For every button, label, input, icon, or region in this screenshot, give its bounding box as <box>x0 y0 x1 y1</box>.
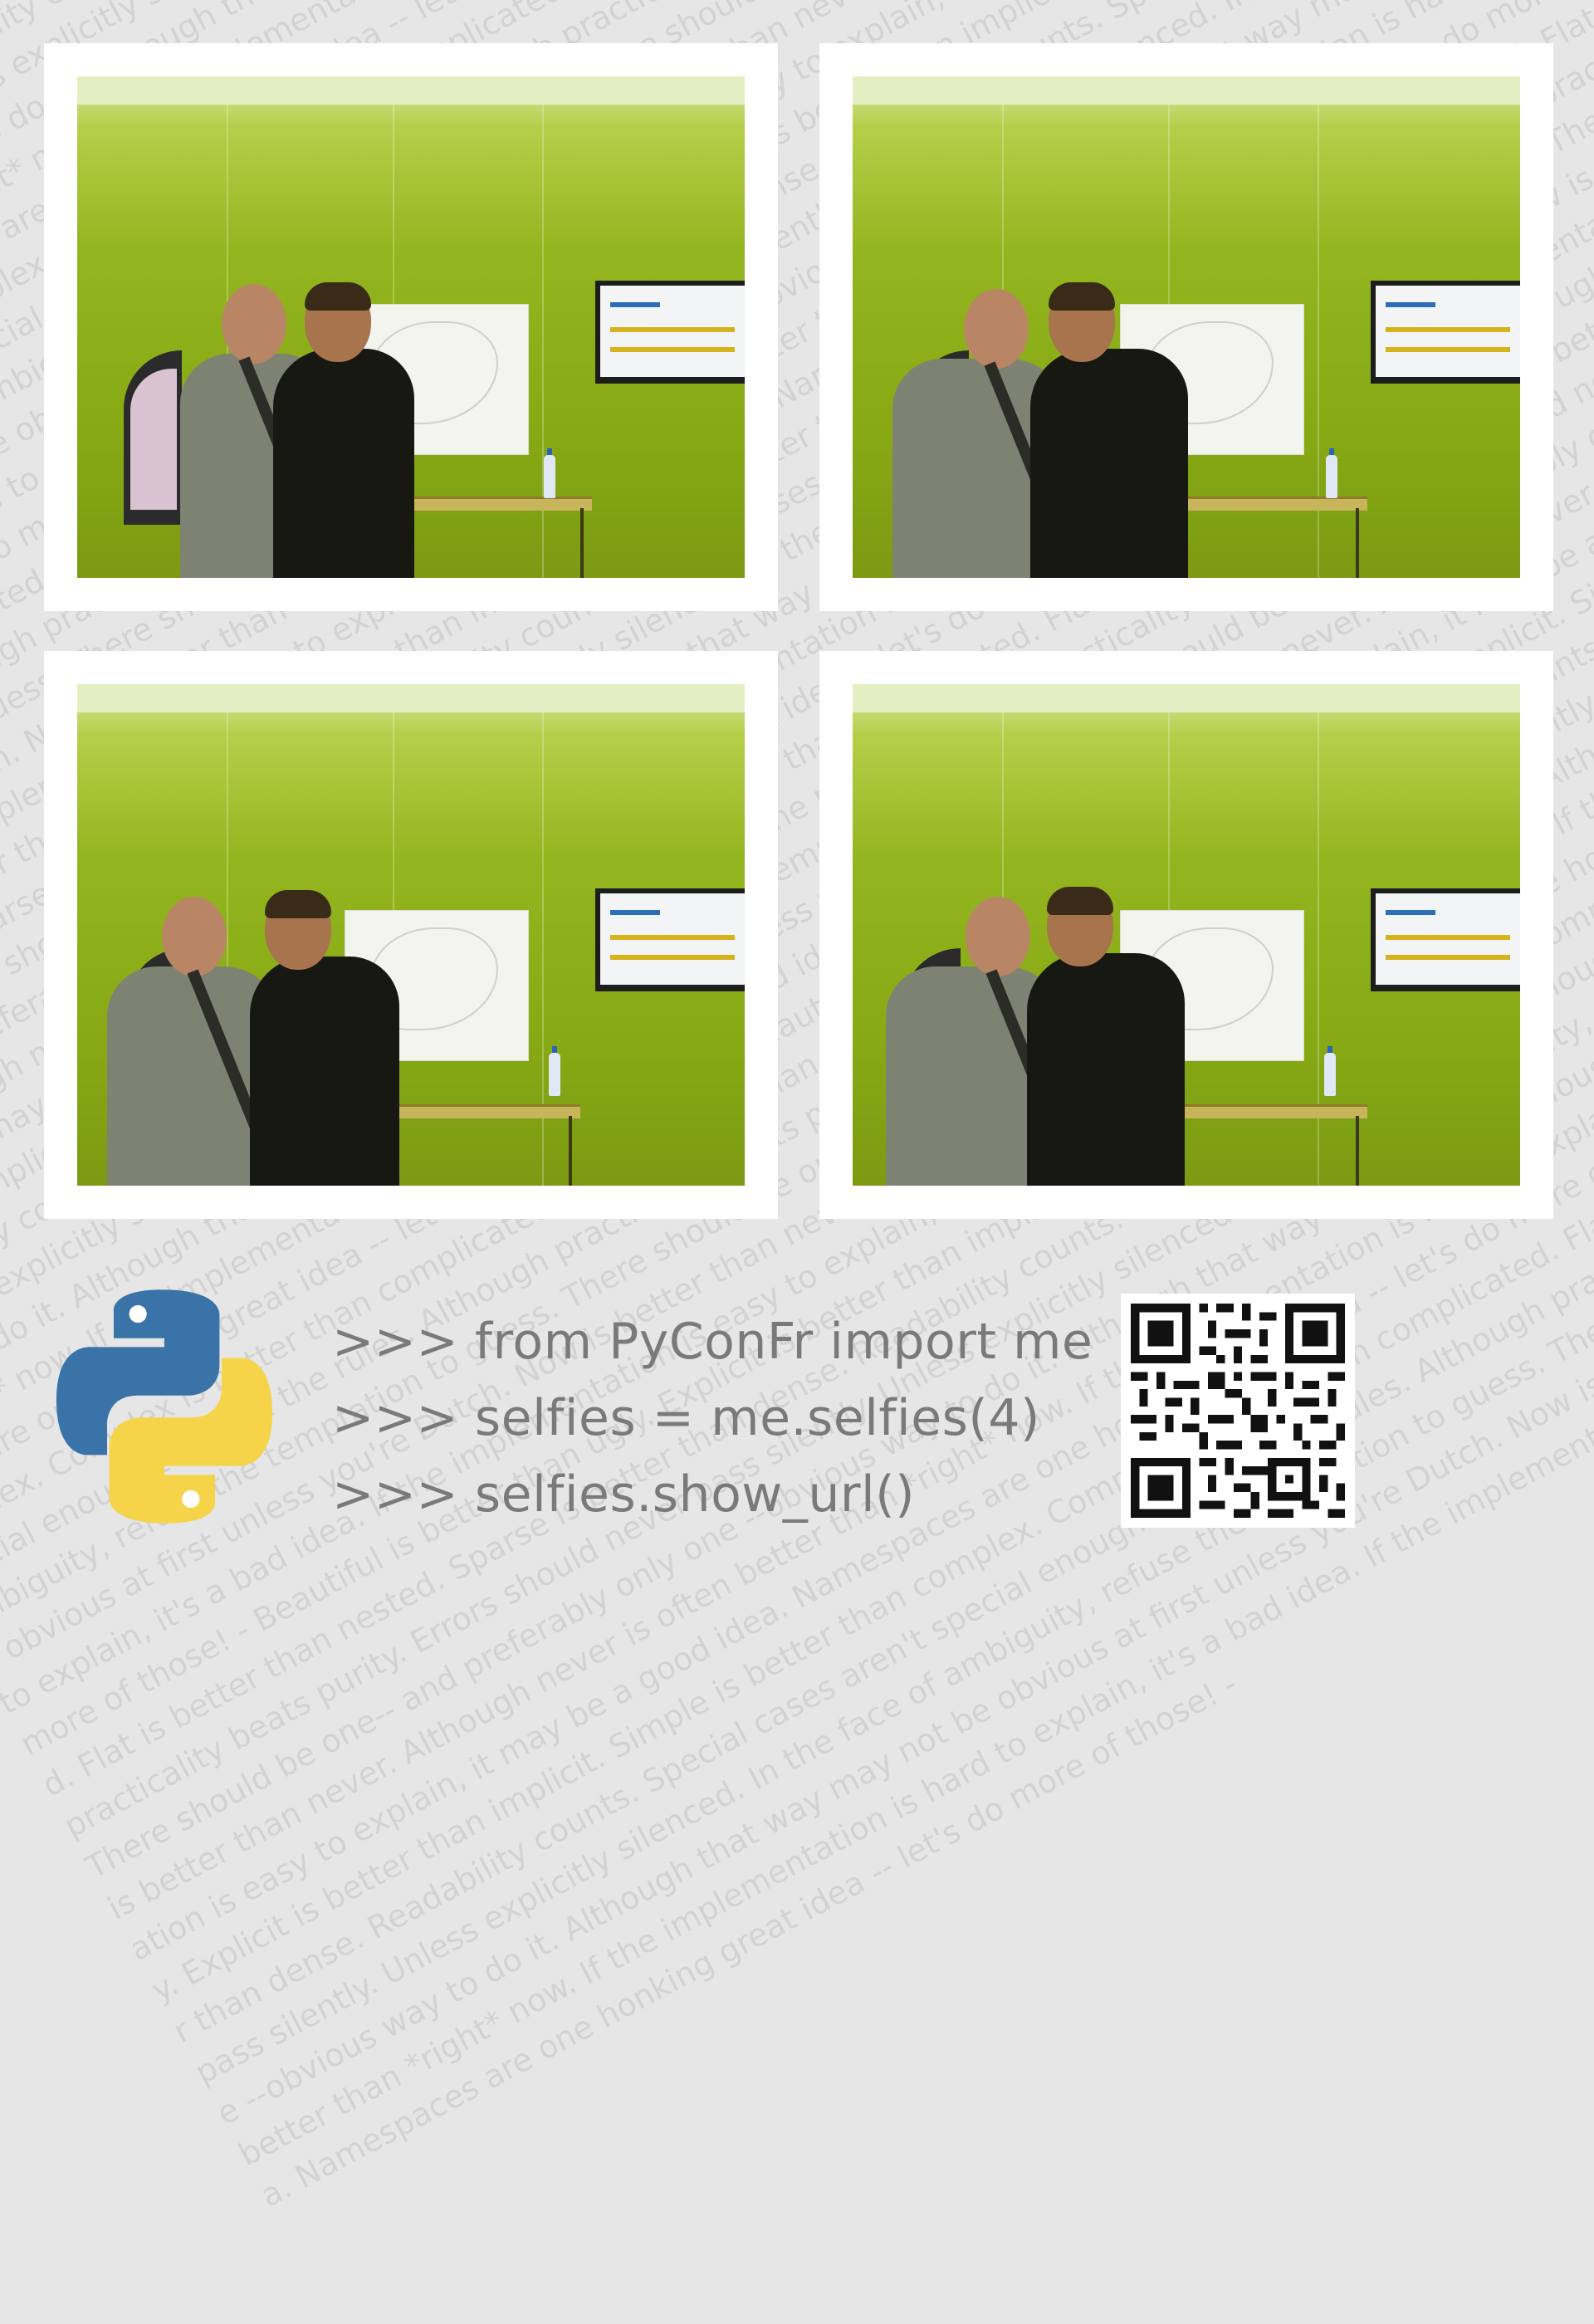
person-glasses <box>273 282 414 578</box>
code-block: >>> from PyConFr import me >>> selfies =… <box>332 1304 1096 1533</box>
water-bottle <box>1324 1046 1336 1096</box>
person-glasses <box>1030 282 1188 578</box>
person-glasses <box>1027 887 1185 1186</box>
tv-screen <box>595 281 745 384</box>
qr-code-icon <box>1131 1304 1345 1518</box>
photo-frame-2 <box>819 43 1553 611</box>
photo-3 <box>77 684 745 1186</box>
python-logo-icon <box>56 1289 273 1524</box>
table <box>381 1104 580 1118</box>
code-line-3: >>> selfies.show_url() <box>332 1465 916 1524</box>
water-bottle <box>1326 448 1337 498</box>
qr-code <box>1121 1294 1355 1528</box>
banner <box>124 350 182 525</box>
tv-screen <box>595 888 745 991</box>
tv-screen <box>1371 281 1520 384</box>
photo-2 <box>853 76 1520 578</box>
table <box>393 497 592 511</box>
code-line-2: >>> selfies = me.selfies(4) <box>332 1389 1040 1447</box>
water-bottle <box>544 448 555 498</box>
water-bottle <box>549 1046 560 1096</box>
photo-frame-3 <box>44 651 778 1219</box>
table <box>1168 1104 1367 1118</box>
tv-screen <box>1371 888 1520 991</box>
photo-4 <box>853 684 1520 1186</box>
photo-frame-4 <box>819 651 1553 1219</box>
table <box>1168 497 1367 511</box>
person-glasses <box>250 890 399 1186</box>
photo-1 <box>77 76 745 578</box>
code-line-1: >>> from PyConFr import me <box>332 1313 1093 1371</box>
photo-frame-1 <box>44 43 778 611</box>
